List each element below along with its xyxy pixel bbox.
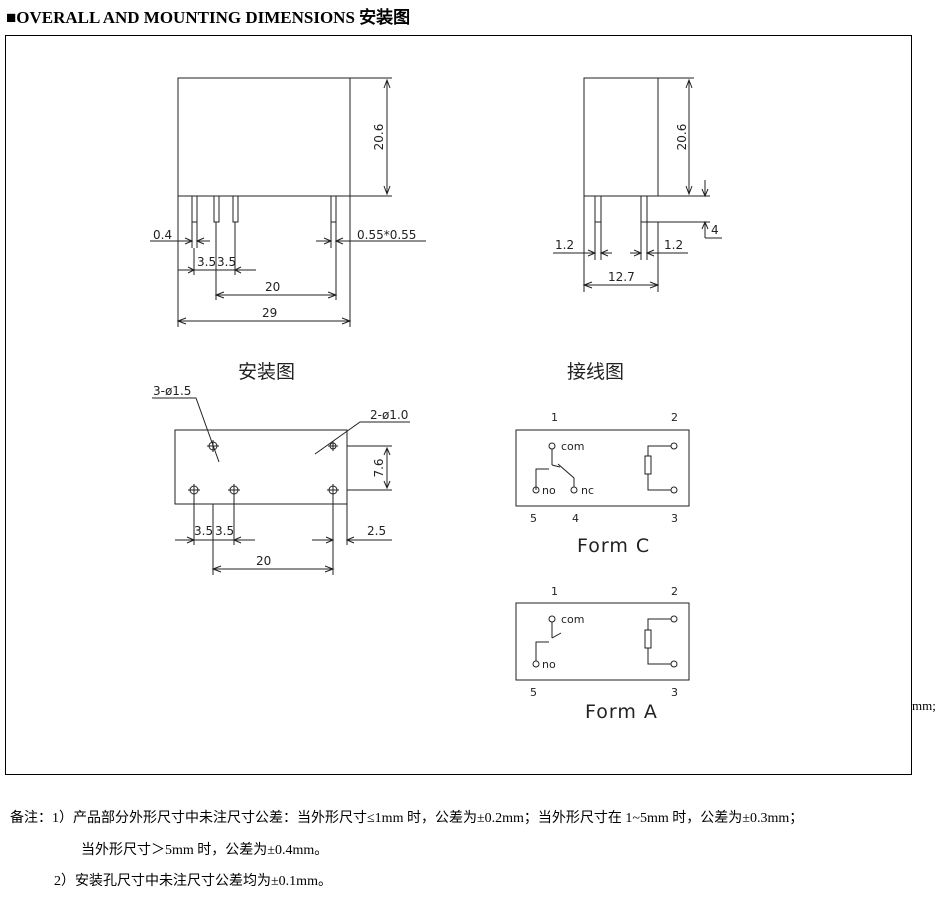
pin-section-label: 0.55*0.55: [357, 228, 416, 242]
contact-com: [548, 442, 556, 450]
pcb-outline: [174, 429, 348, 505]
pin-number-label: 1: [551, 585, 558, 598]
wiring-form-c: [515, 429, 690, 507]
length-label: 29: [262, 306, 277, 320]
contact-label: no: [542, 484, 556, 497]
relay-outline-form-c: [515, 429, 690, 507]
pin: [594, 195, 602, 223]
pin-number-label: 3: [671, 512, 678, 525]
relay-outline-form-a: [515, 602, 690, 681]
contact-label: no: [542, 658, 556, 671]
contact-nc: [570, 486, 578, 494]
pin: [330, 195, 337, 223]
mount-height-label: 7.6: [372, 458, 386, 477]
wiring-form-a: [515, 602, 690, 681]
coil-icon: [644, 629, 652, 649]
form-a-label: Form A: [585, 701, 658, 723]
holes-small-label: 2-ø1.0: [370, 408, 408, 422]
pin: [191, 195, 198, 223]
clipped-note-text: mm;: [912, 698, 936, 713]
contact-com: [548, 615, 556, 623]
pin: [213, 195, 220, 223]
side-height-label: 20.6: [675, 124, 689, 151]
contact-label: com: [561, 440, 585, 453]
pin-number-label: 1: [551, 411, 558, 424]
width-label: 12.7: [608, 270, 635, 284]
pin-spacing-b-label: 3.5: [217, 255, 236, 269]
contact-label: nc: [581, 484, 594, 497]
contact-label: com: [561, 613, 585, 626]
pin-number-label: 2: [671, 585, 678, 598]
mount-edge-label: 2.5: [367, 524, 386, 538]
offset-right-label: 1.2: [664, 238, 683, 252]
pin: [640, 195, 648, 223]
pin-number-label: 2: [671, 411, 678, 424]
wiring-title: 接线图: [567, 361, 624, 383]
contact-no: [532, 486, 540, 494]
mounting-hole: [327, 484, 339, 496]
note-line-2: 当外形尺寸＞5mm 时，公差为±0.4mm。: [81, 843, 329, 858]
pin-number-label: 3: [671, 686, 678, 699]
offset-left-label: 1.2: [555, 238, 574, 252]
note-line-3: 2）安装孔尺寸中未注尺寸公差均为±0.1mm。: [54, 874, 332, 889]
mounting-hole: [188, 484, 200, 496]
mounting-hole: [228, 484, 240, 496]
front-height-label: 20.6: [372, 124, 386, 151]
front-view: [150, 77, 426, 327]
mounting-hole: [328, 441, 338, 451]
pin-spacing-a-label: 3.5: [197, 255, 216, 269]
pin-number-label: 5: [530, 686, 537, 699]
holes-large-label: 3-ø1.5: [153, 384, 191, 398]
side-view: [553, 77, 722, 292]
pin-length-label: 4: [711, 223, 719, 237]
relay-body-side: [583, 77, 659, 197]
relay-body-front: [177, 77, 351, 197]
mount-pitch-label: 20: [256, 554, 271, 568]
pin-number-label: 4: [572, 512, 579, 525]
form-c-label: Form C: [577, 535, 650, 557]
mounting-title: 安装图: [238, 361, 295, 383]
drawing-frame: [5, 35, 912, 775]
pin: [232, 195, 239, 223]
mount-spacing-b-label: 3.5: [215, 524, 234, 538]
mounting-view: [152, 397, 410, 575]
mount-spacing-a-label: 3.5: [194, 524, 213, 538]
section-heading: ■OVERALL AND MOUNTING DIMENSIONS 安装图: [6, 8, 411, 27]
contact-no: [532, 660, 540, 668]
pitch-label: 20: [265, 280, 280, 294]
coil-icon: [644, 455, 652, 475]
note-line-1: 备注：1）产品部分外形尺寸中未注尺寸公差：当外形尺寸≤1mm 时，公差为±0.2…: [10, 811, 804, 826]
pin-width-label: 0.4: [153, 228, 172, 242]
pin-number-label: 5: [530, 512, 537, 525]
